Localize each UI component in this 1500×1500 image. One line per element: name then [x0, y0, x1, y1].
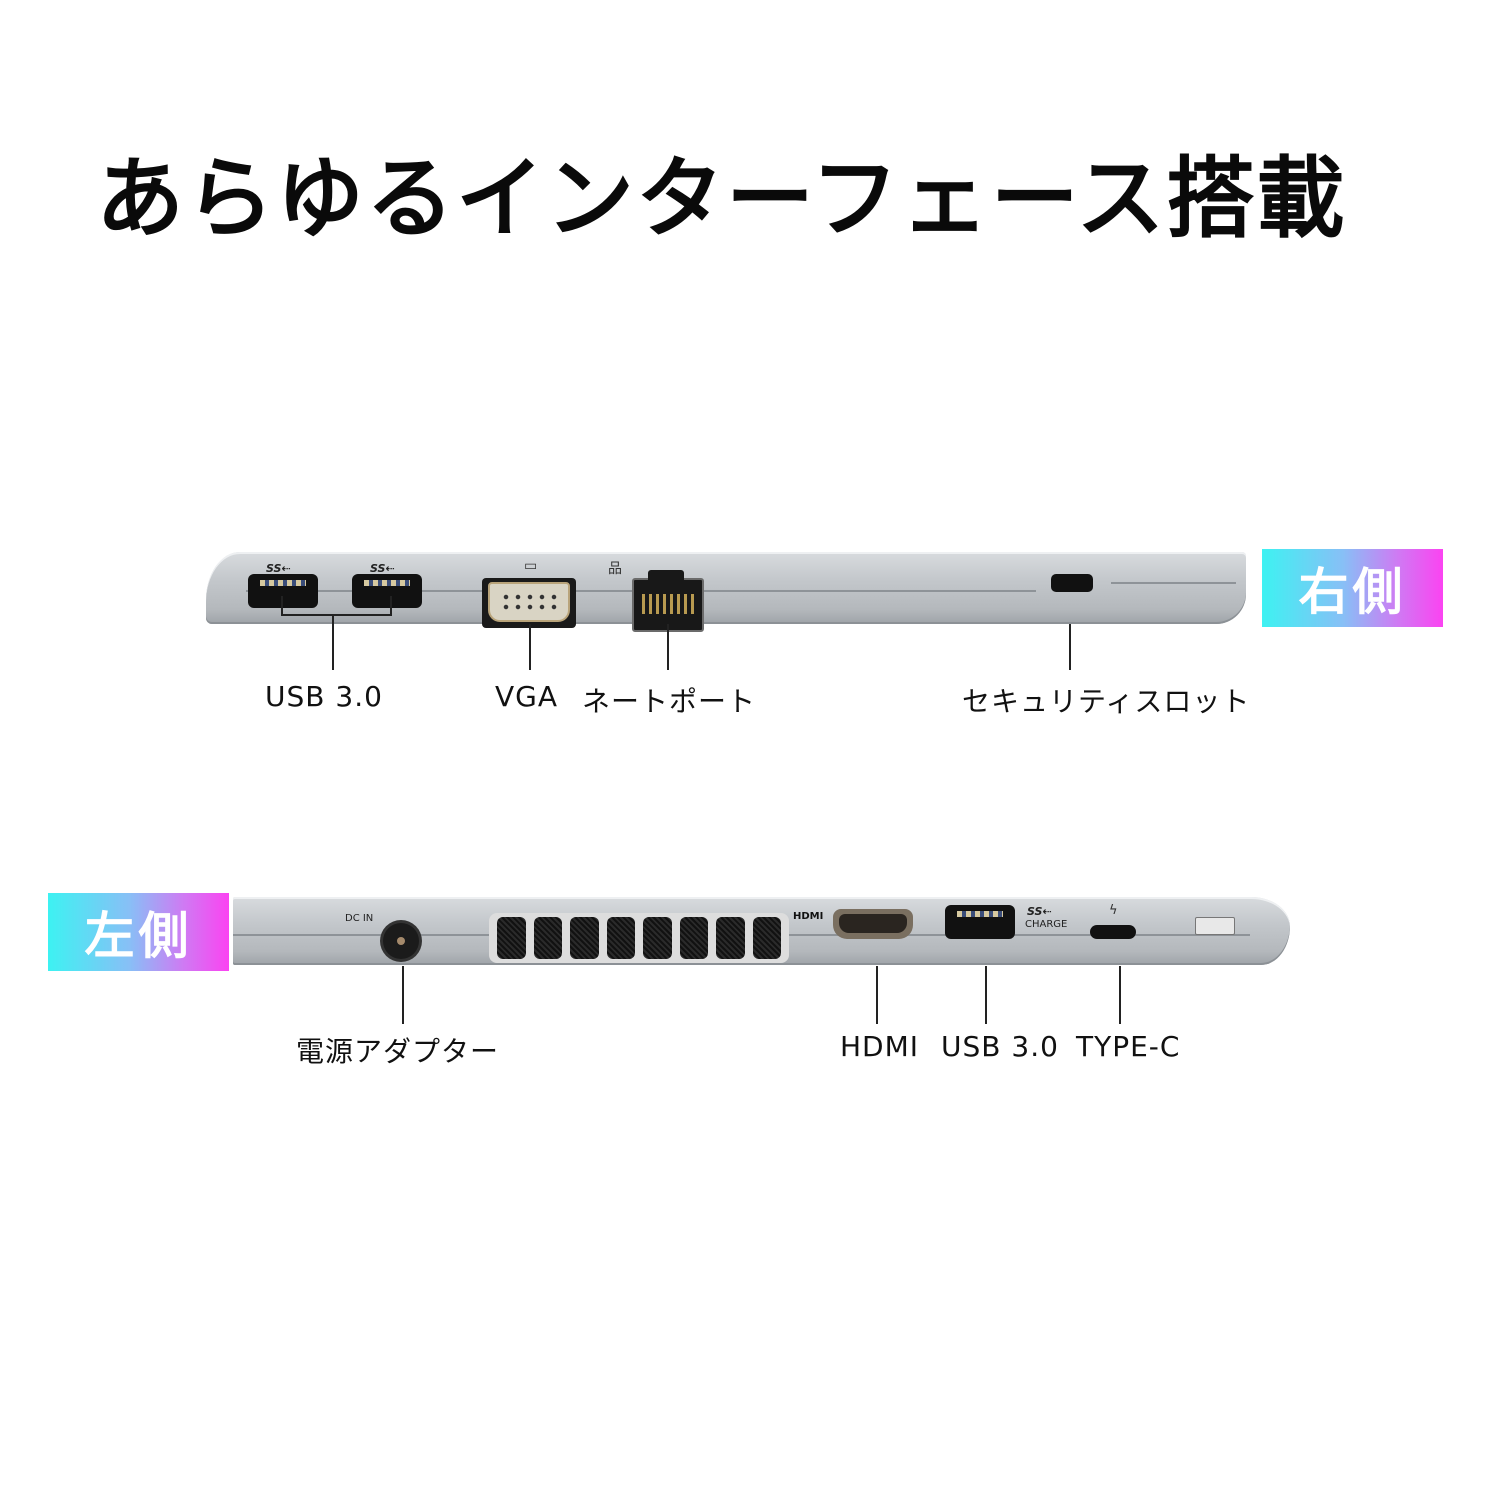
- label-security-slot: セキュリティスロット: [962, 685, 1251, 718]
- ethernet-port: [632, 570, 704, 632]
- slot-cover: [1195, 917, 1235, 935]
- callout-line: [281, 596, 283, 616]
- usb-port-2: [352, 574, 422, 608]
- usb-superspeed-icon: SS⇠: [266, 562, 291, 575]
- label-network-port: ネートポート: [582, 685, 757, 718]
- callout-line: [529, 624, 531, 670]
- body-seam: [1111, 582, 1236, 584]
- usb-type-c-port: [1090, 925, 1136, 939]
- cooling-vent: [489, 913, 789, 963]
- label-type-c: TYPE-C: [1076, 1030, 1181, 1063]
- right-side-badge: 右側: [1262, 549, 1443, 627]
- charge-marking: CHARGE: [1025, 919, 1068, 930]
- hdmi-marking: HDMI: [793, 911, 824, 922]
- callout-line: [332, 614, 334, 670]
- label-usb-right: USB 3.0: [265, 680, 383, 713]
- usb-superspeed-icon: SS⇠: [1027, 905, 1052, 918]
- usb-superspeed-icon: SS⇠: [370, 562, 395, 575]
- security-lock-slot: [1051, 574, 1093, 592]
- callout-line: [402, 966, 404, 1024]
- network-icon: 品: [608, 561, 622, 577]
- callout-line: [876, 966, 878, 1024]
- label-vga: VGA: [495, 680, 559, 713]
- laptop-right-side: SS⇠ SS⇠ ▭ 品: [206, 552, 1246, 632]
- page-title: あらゆるインターフェース搭載: [96, 147, 1347, 250]
- dc-in-port: [383, 923, 419, 959]
- callout-line: [1069, 624, 1071, 670]
- label-hdmi: HDMI: [840, 1030, 920, 1063]
- label-usb-left: USB 3.0: [941, 1030, 1059, 1063]
- thunderbolt-icon: ϟ: [1109, 903, 1118, 918]
- callout-bracket: [281, 614, 391, 616]
- callout-line: [1119, 966, 1121, 1024]
- monitor-icon: ▭: [524, 558, 538, 574]
- vga-port: [482, 578, 576, 628]
- callout-line: [390, 596, 392, 616]
- laptop-left-side: DC IN HDMI SS⇠ CHARGE ϟ: [233, 897, 1290, 965]
- usb-port-1: [248, 574, 318, 608]
- dc-in-marking: DC IN: [345, 913, 374, 924]
- label-power-adapter: 電源アダプター: [296, 1035, 500, 1068]
- usb-charge-port: [945, 905, 1015, 939]
- callout-line: [667, 624, 669, 670]
- left-side-badge: 左側: [48, 893, 229, 971]
- callout-line: [985, 966, 987, 1024]
- hdmi-port: [833, 909, 913, 939]
